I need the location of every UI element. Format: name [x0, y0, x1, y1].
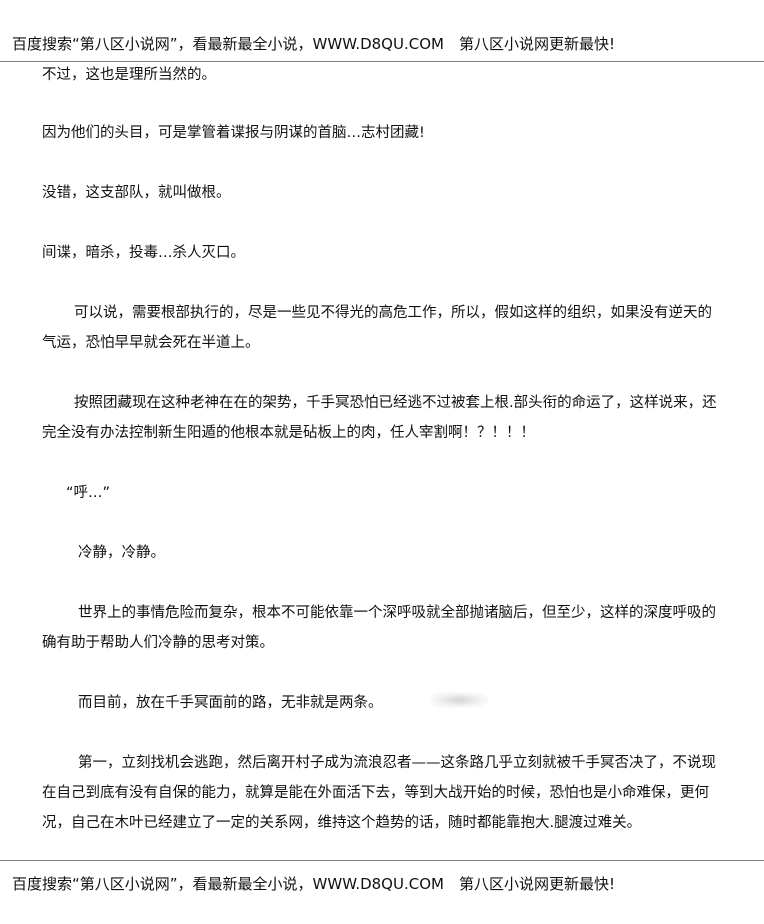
paragraph-1: 不过，这也是理所当然的。	[42, 67, 216, 83]
paragraph-5: 可以说，需要根部执行的，尽是一些见不得光的高危工作，所以，假如这样的组织，如果没…	[42, 305, 712, 351]
paragraph-7: “呼…”	[66, 485, 111, 501]
paragraph-4: 间谍，暗杀，投毒…杀人灭口。	[42, 245, 245, 261]
chapter-body: 不过，这也是理所当然的。 因为他们的头目，可是掌管着谍报与阴谋的首脑…志村团藏!…	[0, 62, 764, 860]
top-ad-banner: 百度搜索“第八区小说网”，看最新最全小说，WWW.D8QU.COM 第八区小说网…	[12, 35, 615, 53]
paragraph-10: 而目前，放在千手冥面前的路，无非就是两条。	[78, 695, 383, 711]
bottom-divider	[0, 860, 764, 861]
paragraph-9: 世界上的事情危险而复杂，根本不可能依靠一个深呼吸就全部抛诸脑后，但至少，这样的深…	[42, 605, 716, 651]
top-divider	[0, 61, 764, 62]
paragraph-2: 因为他们的头目，可是掌管着谍报与阴谋的首脑…志村团藏!	[42, 125, 425, 141]
paragraph-8: 冷静，冷静。	[78, 545, 165, 561]
scan-smudge	[430, 692, 488, 708]
bottom-ad-banner: 百度搜索“第八区小说网”，看最新最全小说，WWW.D8QU.COM 第八区小说网…	[12, 875, 615, 893]
paragraph-3: 没错，这支部队，就叫做根。	[42, 185, 231, 201]
paragraph-6: 按照团藏现在这种老神在在的架势，千手冥恐怕已经逃不过被套上根.部头衔的命运了，这…	[42, 395, 717, 441]
paragraph-11: 第一，立刻找机会逃跑，然后离开村子成为流浪忍者——这条路几乎立刻就被千手冥否决了…	[42, 755, 716, 831]
